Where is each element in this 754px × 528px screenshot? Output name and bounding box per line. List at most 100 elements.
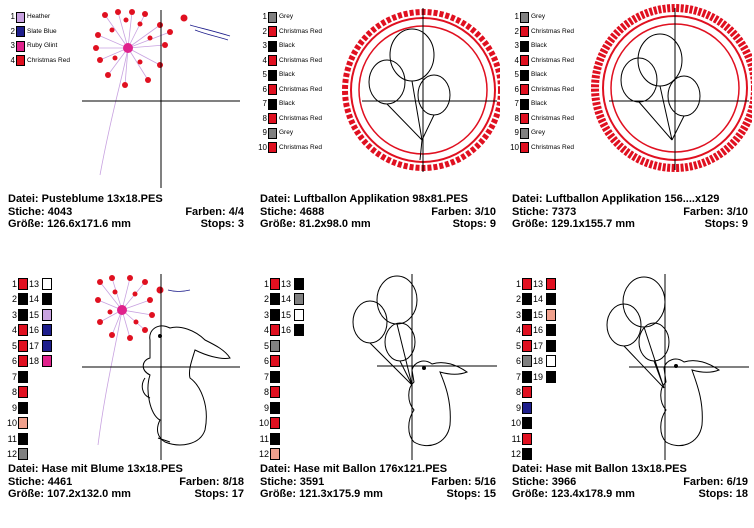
design-info: Datei: Luftballon Applikation 156....x12… [512, 193, 748, 231]
file-name: Datei: Pusteblume 13x18.PES [8, 193, 163, 205]
color-swatch [18, 308, 28, 321]
color-swatch [294, 324, 304, 337]
color-swatch [520, 11, 529, 23]
color-swatch [294, 308, 304, 321]
file-name: Datei: Luftballon Applikation 98x81.PES [260, 193, 469, 205]
color-swatch [18, 370, 28, 383]
color-swatch [520, 84, 529, 96]
color-swatch [522, 370, 532, 383]
design-info: Datei: Luftballon Applikation 98x81.PES … [260, 193, 496, 231]
color-swatch [270, 293, 280, 306]
color-swatch [520, 26, 529, 38]
color-swatch [18, 355, 28, 368]
color-swatch [16, 11, 25, 23]
legend-row: 10 [257, 416, 304, 432]
design-size: Größe: 129.1x155.7 mm [512, 218, 635, 230]
color-swatch [18, 401, 28, 414]
color-swatch [42, 324, 52, 337]
stop-count: Stops: 3 [200, 218, 244, 230]
design-size: Größe: 126.6x171.6 mm [8, 218, 131, 230]
legend-row: 12 [5, 447, 52, 463]
color-swatch [18, 417, 28, 430]
color-swatch [270, 417, 280, 430]
dandelion-design-preview [82, 9, 240, 188]
color-swatch [520, 40, 529, 52]
legend-row: 7 [5, 369, 52, 385]
balloon-applique-preview [591, 4, 752, 172]
color-swatch [270, 401, 280, 414]
color-swatch [522, 401, 532, 414]
file-name: Datei: Hase mit Blume 13x18.PES [8, 463, 183, 475]
legend-row: 10 [509, 416, 556, 432]
color-swatch [16, 26, 25, 38]
stop-count: Stops: 9 [704, 218, 748, 230]
color-count: Farben: 3/10 [431, 205, 496, 218]
legend-row: 6 [257, 354, 304, 370]
file-name: Datei: Hase mit Ballon 13x18.PES [512, 463, 687, 475]
legend-row: 8 [5, 385, 52, 401]
design-info: Datei: Pusteblume 13x18.PES Stiche: 4043… [8, 193, 244, 231]
legend-row: 10 [5, 416, 52, 432]
color-swatch [268, 69, 277, 81]
color-swatch [42, 339, 52, 352]
color-count: Farben: 3/10 [683, 205, 748, 218]
file-name: Datei: Hase mit Ballon 176x121.PES [260, 463, 448, 475]
color-swatch [270, 448, 280, 461]
color-swatch [520, 69, 529, 81]
stitch-count: Stiche: 3591 [260, 475, 325, 488]
color-swatch [520, 55, 529, 67]
color-swatch [546, 324, 556, 337]
color-count: Farben: 4/4 [185, 205, 244, 218]
color-swatch [268, 26, 277, 38]
color-swatch [546, 277, 556, 290]
legend-row: 9 [509, 400, 556, 416]
color-swatch [520, 98, 529, 110]
color-swatch [270, 324, 280, 337]
stitch-count: Stiche: 4688 [260, 205, 325, 218]
design-size: Größe: 81.2x98.0 mm [260, 218, 371, 230]
color-swatch [18, 277, 28, 290]
color-swatch [520, 127, 529, 139]
color-swatch [522, 386, 532, 399]
stitch-count: Stiche: 7373 [512, 205, 577, 218]
legend-row: 8 [257, 385, 304, 401]
color-swatch [270, 339, 280, 352]
stop-count: Stops: 18 [698, 488, 748, 500]
color-swatch [42, 308, 52, 321]
color-swatch [42, 355, 52, 368]
